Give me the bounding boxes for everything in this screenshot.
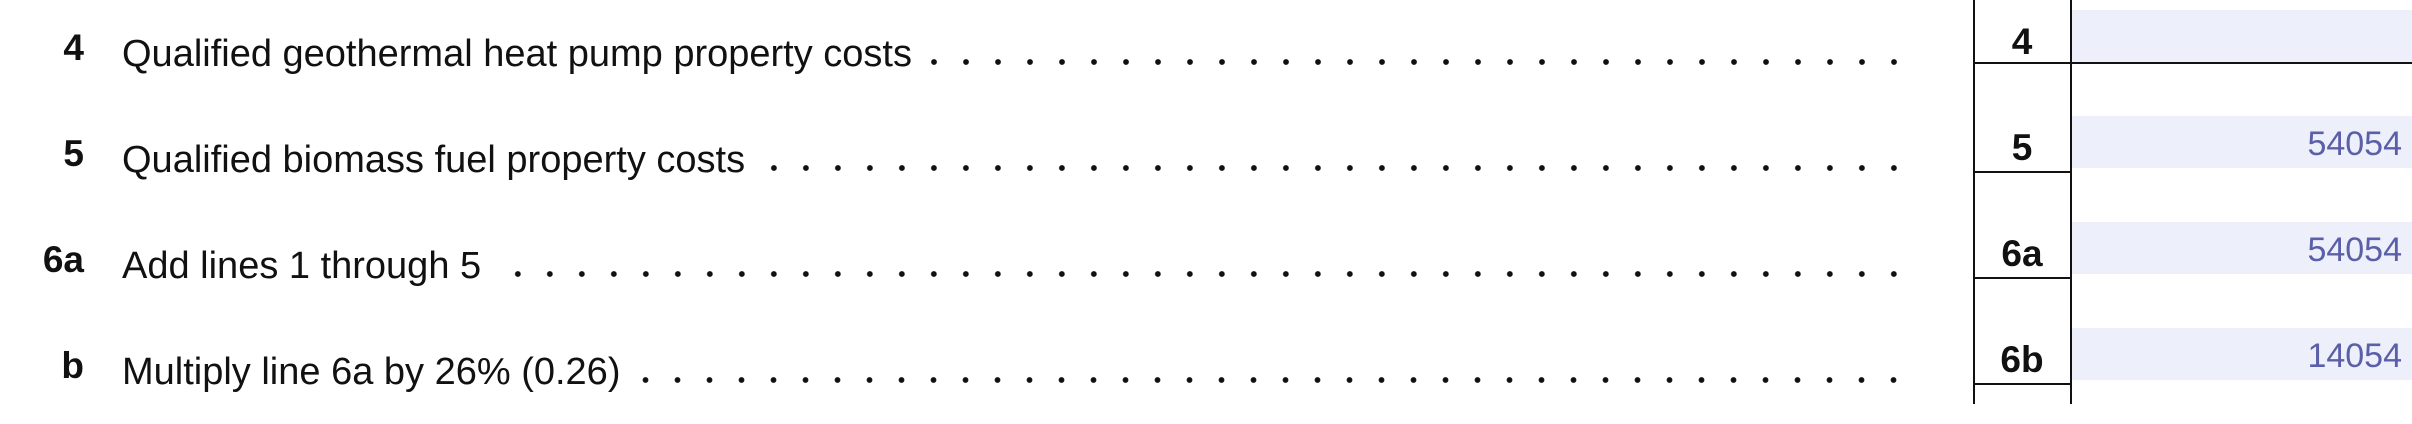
amount-field-line-6a[interactable]: 54054	[2072, 222, 2412, 274]
form-line-6a: 6a Add lines 1 through 5 6a 54054	[0, 212, 2412, 318]
amount-field-line-6b[interactable]: 14054	[2072, 328, 2412, 380]
amount-field-line-4[interactable]	[2072, 10, 2412, 62]
form-line-4: 4 Qualified geothermal heat pump propert…	[0, 0, 2412, 106]
row-divider	[1973, 277, 2072, 279]
line-description-text: Multiply line 6a by 26% (0.26)	[122, 351, 621, 393]
row-divider	[1973, 171, 2072, 173]
label-column-left-border	[1973, 0, 1975, 404]
line-description-text: Qualified geothermal heat pump property …	[122, 33, 912, 75]
line-description: Qualified biomass fuel property costs	[122, 122, 1922, 182]
line-description: Multiply line 6a by 26% (0.26)	[122, 334, 1922, 394]
line-number: 6a	[42, 239, 84, 280]
line-label: 5	[2011, 127, 2033, 168]
row-divider	[1973, 62, 2412, 64]
dot-leader	[634, 368, 1922, 386]
dot-leader	[759, 156, 1922, 174]
line-description: Add lines 1 through 5	[122, 228, 1922, 288]
dot-leader	[925, 50, 1922, 68]
line-number: 5	[63, 133, 84, 174]
line-description: Qualified geothermal heat pump property …	[122, 16, 1922, 76]
line-label: 4	[2011, 21, 2033, 62]
line-description-text: Qualified biomass fuel property costs	[122, 139, 746, 181]
line-description-text: Add lines 1 through 5	[122, 245, 482, 287]
label-column-right-border	[2070, 0, 2072, 404]
form-line-5: 5 Qualified biomass fuel property costs …	[0, 106, 2412, 212]
row-divider	[1973, 383, 2072, 385]
dot-leader	[495, 262, 1922, 280]
line-number: 4	[63, 27, 84, 68]
amount-field-line-5[interactable]: 54054	[2072, 116, 2412, 168]
line-label: 6b	[2000, 339, 2044, 380]
form-line-6b: b Multiply line 6a by 26% (0.26) 6b 1405…	[0, 318, 2412, 424]
line-number: b	[61, 345, 84, 386]
line-label: 6a	[2001, 233, 2043, 274]
